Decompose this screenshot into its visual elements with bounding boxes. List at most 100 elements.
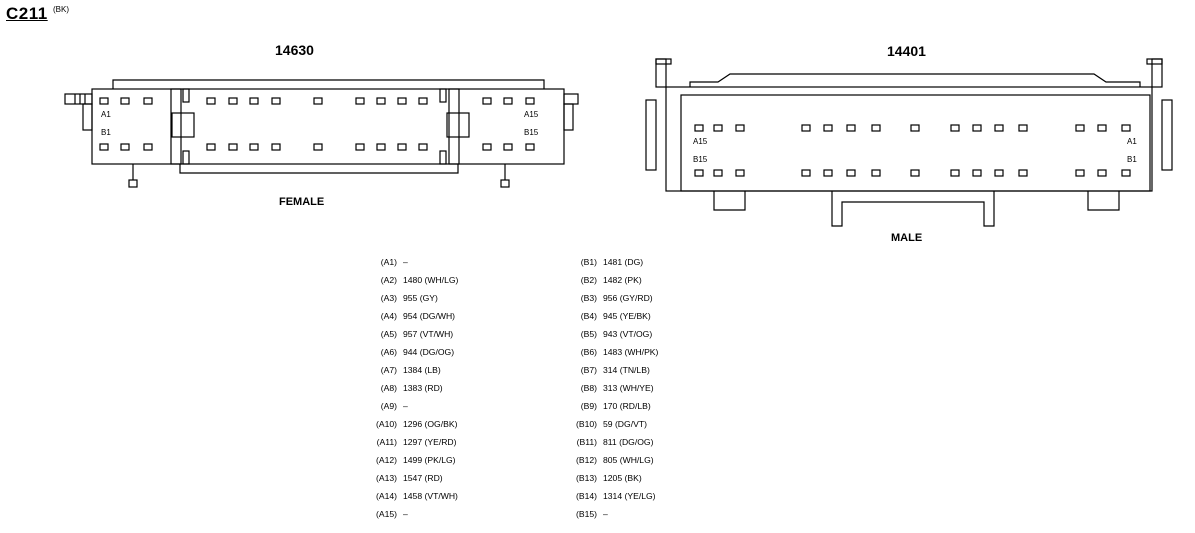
male-part-number: 14401 xyxy=(887,43,926,59)
pin-id: (A5) xyxy=(380,329,397,339)
pin-id: (A13) xyxy=(375,473,397,483)
pin-row: (A8) 1383 (RD) xyxy=(364,379,458,397)
pin-row: (A15)– xyxy=(364,505,458,523)
pin-cavity xyxy=(376,143,386,151)
pin-circuit: 1482 (PK) xyxy=(603,275,642,285)
pin-row: (B1)1481 (DG) xyxy=(564,253,658,271)
pin-cavity xyxy=(1121,124,1131,132)
pin-id: (B8) xyxy=(580,383,597,393)
pin-circuit: – xyxy=(603,509,608,519)
pin-circuit: 1458 (VT/WH) xyxy=(403,491,458,501)
female-right-latch xyxy=(563,103,574,131)
pin-id: (B15) xyxy=(575,509,597,519)
pin-cavity xyxy=(994,124,1004,132)
pin-cavity xyxy=(823,169,833,177)
pin-cavity xyxy=(910,124,920,132)
female-divider-notch xyxy=(182,88,190,103)
pin-id: (B11) xyxy=(576,437,597,447)
pin-row: (A14)1458 (VT/WH) xyxy=(364,487,458,505)
pin-list-b: (B1)1481 (DG)(B2)1482 (PK)(B3)956 (GY/RD… xyxy=(564,253,658,523)
pin-cavity xyxy=(525,97,535,105)
pin-cavity xyxy=(1075,169,1085,177)
pin-id: (A8) xyxy=(380,383,397,393)
male-left-post xyxy=(655,58,667,88)
male-b-last-label: B1 xyxy=(1127,155,1137,164)
female-body xyxy=(91,88,565,165)
female-a-first-label: A1 xyxy=(101,110,111,119)
pin-row: (A12) 1499 (PK/LG) xyxy=(364,451,458,469)
pin-cavity xyxy=(1075,124,1085,132)
pin-id: (A15) xyxy=(375,509,397,519)
pin-circuit: 1296 (OG/BK) xyxy=(403,419,458,429)
female-divider xyxy=(448,88,460,165)
male-top-ridge xyxy=(689,73,1141,87)
pin-circuit: 957 (VT/WH) xyxy=(403,329,454,339)
pin-cavity xyxy=(713,124,723,132)
male-left-cap xyxy=(655,58,672,65)
pin-cavity xyxy=(355,143,365,151)
pin-circuit: 1480 (WH/LG) xyxy=(403,275,459,285)
pin-row: (A7)1384 (LB) xyxy=(364,361,458,379)
pin-circuit: 956 (GY/RD) xyxy=(603,293,653,303)
pin-cavity xyxy=(228,143,238,151)
pin-id: (B14) xyxy=(575,491,597,501)
pin-cavity xyxy=(482,97,492,105)
pin-row: (A1)– xyxy=(364,253,458,271)
pin-cavity xyxy=(871,124,881,132)
pin-circuit: 945 (YE/BK) xyxy=(603,311,651,321)
male-bottom-lug xyxy=(1087,191,1120,211)
pin-cavity xyxy=(313,143,323,151)
pin-id: (A12) xyxy=(375,455,397,465)
pin-circuit: 1483 (WH/PK) xyxy=(603,347,659,357)
pin-circuit: 314 (TN/LB) xyxy=(603,365,650,375)
pin-cavity xyxy=(249,143,259,151)
pin-circuit: 1314 (YE/LG) xyxy=(603,491,656,501)
pin-cavity xyxy=(206,97,216,105)
pin-cavity xyxy=(694,169,704,177)
female-connector-drawing xyxy=(64,79,579,188)
pin-id: (A7) xyxy=(380,365,397,375)
pin-row: (B4)945 (YE/BK) xyxy=(564,307,658,325)
female-divider-notch xyxy=(439,150,447,165)
pin-row: (B2)1482 (PK) xyxy=(564,271,658,289)
pin-row: (A2) 1480 (WH/LG) xyxy=(364,271,459,289)
male-right-tab xyxy=(1161,99,1173,171)
pin-cavity xyxy=(846,169,856,177)
pin-cavity xyxy=(271,97,281,105)
pin-cavity xyxy=(376,97,386,105)
pin-row: (B15)– xyxy=(564,505,658,523)
pin-row: (A11)1297 (YE/RD) xyxy=(364,433,458,451)
pin-id: (A4) xyxy=(380,311,397,321)
pin-circuit: 1383 (RD) xyxy=(403,383,443,393)
pin-circuit: – xyxy=(403,401,408,411)
pin-row: (B5)943 (VT/OG) xyxy=(564,325,658,343)
pin-cavity xyxy=(713,169,723,177)
female-a-last-label: A15 xyxy=(524,110,539,119)
pin-circuit: 1481 (DG) xyxy=(603,257,644,267)
pin-cavity xyxy=(503,97,513,105)
pin-row: (A9)– xyxy=(364,397,458,415)
pin-id: (A11) xyxy=(376,437,397,447)
pin-row: (B8) 313 (WH/YE) xyxy=(564,379,658,397)
male-center-latch xyxy=(831,191,995,227)
female-gender-label: FEMALE xyxy=(279,196,325,208)
pin-cavity xyxy=(397,143,407,151)
female-top-ridge xyxy=(112,79,545,89)
pin-cavity xyxy=(910,169,920,177)
pin-circuit: 313 (WH/YE) xyxy=(603,383,654,393)
pin-cavity xyxy=(249,97,259,105)
pin-cavity xyxy=(99,97,109,105)
pin-cavity xyxy=(1097,124,1107,132)
pin-id: (B9) xyxy=(580,401,597,411)
pin-cavity xyxy=(972,124,982,132)
pin-id: (A10) xyxy=(375,419,397,429)
pin-id: (B12) xyxy=(575,455,597,465)
pin-cavity xyxy=(120,143,130,151)
pin-circuit: 1499 (PK/LG) xyxy=(403,455,456,465)
pin-cavity xyxy=(735,169,745,177)
pin-id: (A2) xyxy=(380,275,397,285)
pin-id: (B13) xyxy=(575,473,597,483)
pin-cavity xyxy=(950,124,960,132)
female-left-tab xyxy=(64,93,93,105)
pin-cavity xyxy=(823,124,833,132)
